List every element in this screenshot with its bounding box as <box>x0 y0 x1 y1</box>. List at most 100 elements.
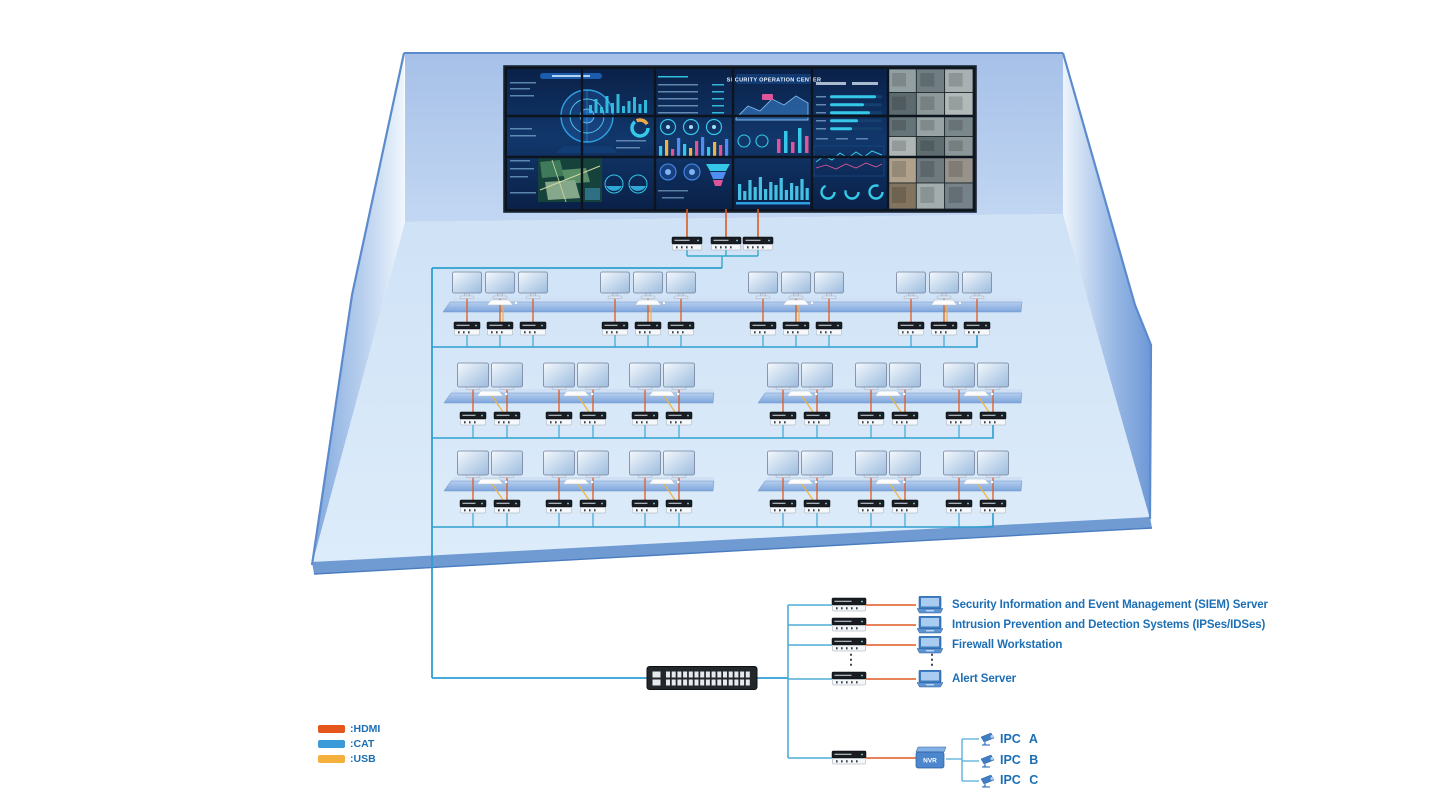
kvm-extender <box>634 321 662 336</box>
usb-cable <box>491 483 504 501</box>
mouse <box>504 392 508 396</box>
video-wall-bezels <box>507 69 973 209</box>
keyboard <box>562 390 590 397</box>
room-floor-edge <box>312 517 1152 574</box>
video-wall: SECURITY OPERATION CENTER <box>503 65 977 213</box>
kvm-extender <box>831 671 867 686</box>
mouse <box>814 480 818 484</box>
mouse <box>676 392 680 396</box>
wall-receiver <box>742 236 774 251</box>
usb-cable <box>663 395 676 413</box>
kvm-extender <box>930 321 958 336</box>
monitor <box>767 450 799 476</box>
keyboard <box>962 390 990 397</box>
kvm-extender <box>749 321 777 336</box>
monitor <box>855 362 887 388</box>
mouse <box>902 392 906 396</box>
kvm-extender <box>945 411 973 426</box>
desk-front <box>757 480 1023 492</box>
cabling-trunks <box>431 209 916 759</box>
monitor <box>491 450 523 476</box>
switch-ports <box>652 671 750 686</box>
desk-front <box>442 301 1023 313</box>
wall-receiver <box>710 236 742 251</box>
workstation-row-1 <box>432 271 1023 348</box>
keyboard <box>874 390 902 397</box>
network-switch <box>646 666 758 690</box>
mouse <box>814 392 818 396</box>
desk-front <box>757 392 1023 404</box>
workstation <box>767 450 833 527</box>
kvm-extender <box>459 411 487 426</box>
workstation <box>767 362 833 438</box>
monitor <box>929 271 959 294</box>
server-icon <box>917 596 943 614</box>
cat-color-swatch <box>318 739 345 748</box>
mouse <box>514 301 518 305</box>
monitor <box>896 271 926 294</box>
kvm-extender <box>803 499 831 514</box>
mouse <box>504 480 508 484</box>
monitor <box>518 271 548 294</box>
kvm-extender <box>831 750 867 765</box>
mouse <box>676 480 680 484</box>
workstation <box>748 271 844 347</box>
workstation <box>629 450 695 527</box>
monitor <box>801 450 833 476</box>
monitor <box>663 450 695 476</box>
monitor <box>855 450 887 476</box>
monitor <box>633 271 663 294</box>
monitor <box>889 362 921 388</box>
monitor-base <box>788 295 804 299</box>
keyboard <box>476 478 504 485</box>
monitor <box>577 450 609 476</box>
monitor <box>748 271 778 294</box>
workstation-row-3 <box>432 450 1023 528</box>
usb-cable <box>801 483 814 501</box>
generated-equipment <box>432 236 1023 765</box>
kvm-extender <box>831 617 867 632</box>
workstation <box>855 362 921 438</box>
monitor <box>485 271 515 294</box>
monitor <box>491 362 523 388</box>
workstation <box>600 271 696 347</box>
monitor-base <box>936 295 952 299</box>
ellipsis-servers: ⋮ <box>925 651 939 667</box>
legend-item-hdmi: :HDMI <box>318 721 380 736</box>
usb-cable <box>801 395 814 413</box>
monitor <box>600 271 630 294</box>
kvm-extender <box>815 321 843 336</box>
mouse <box>590 392 594 396</box>
kvm-extender <box>667 321 695 336</box>
kvm-extender <box>545 499 573 514</box>
keyboard <box>786 390 814 397</box>
usb-cable <box>663 483 676 501</box>
server-label-firewall: Firewall Workstation <box>952 639 1063 651</box>
monitor <box>814 271 844 294</box>
workstation <box>629 362 695 438</box>
monitor <box>543 450 575 476</box>
workstation <box>452 271 548 347</box>
monitor <box>629 450 661 476</box>
room-left-wall <box>312 53 405 565</box>
monitor <box>666 271 696 294</box>
kvm-extender <box>519 321 547 336</box>
workstation <box>543 362 609 438</box>
workstation <box>943 362 1009 438</box>
legend-label-hdmi: :HDMI <box>350 722 381 735</box>
monitor-base <box>459 295 475 299</box>
kvm-extender <box>601 321 629 336</box>
room-right-wall <box>1063 53 1151 519</box>
kvm-extender <box>782 321 810 336</box>
monitor <box>767 362 799 388</box>
workstation <box>855 450 921 527</box>
workstation <box>543 450 609 527</box>
cat-cable <box>686 250 759 268</box>
cat-main-bus <box>431 267 788 679</box>
kvm-extender <box>631 499 659 514</box>
monitor <box>543 362 575 388</box>
monitor-base <box>821 295 837 299</box>
usb-cable <box>889 395 902 413</box>
keyboard <box>930 299 958 306</box>
